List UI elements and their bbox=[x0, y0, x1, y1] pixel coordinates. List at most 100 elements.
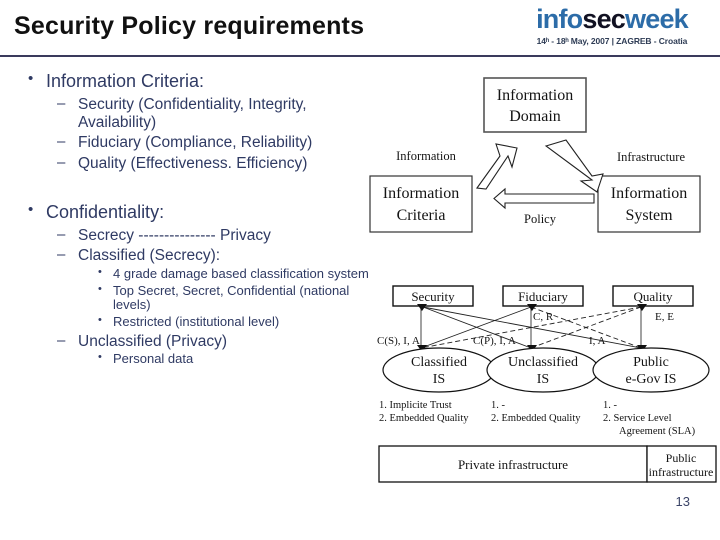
node-information-criteria-line1: Information bbox=[383, 185, 459, 202]
sub-bullet-fiduciary: – Fiduciary (Compliance, Reliability) bbox=[0, 133, 372, 152]
node-private-infrastructure-label: Private infrastructure bbox=[458, 457, 568, 472]
bullet-marker-dash: – bbox=[57, 246, 66, 264]
sub-bullet-label: Secrecy --------------- Privacy bbox=[78, 226, 271, 244]
bullet-information-criteria: • Information Criteria: bbox=[0, 70, 372, 93]
node-public-egov-is-line1: Public bbox=[633, 355, 669, 370]
connector-nodes bbox=[417, 304, 647, 352]
infosecweek-logo: infosecweek 14ʰ - 18ʰ May, 2007 | ZAGREB… bbox=[510, 6, 714, 47]
bullet-marker-disc: • bbox=[98, 351, 102, 364]
sub-bullet-secrecy-privacy: – Secrecy --------------- Privacy bbox=[0, 225, 372, 245]
node-information-domain-line2: Domain bbox=[509, 108, 561, 125]
node-information-domain-line1: Information bbox=[497, 87, 573, 104]
sub-bullet-classified: – Classified (Secrecy): bbox=[0, 246, 372, 265]
node-classified-is-line2: IS bbox=[433, 372, 445, 387]
bullet-marker-disc: • bbox=[98, 313, 102, 326]
sub-bullet-security: – Security (Confidentiality, Integrity, … bbox=[0, 94, 372, 131]
edge-label-information: Information bbox=[396, 149, 456, 163]
sub-bullet-unclassified: – Unclassified (Privacy) bbox=[0, 331, 372, 351]
node-quality-label: Quality bbox=[634, 289, 673, 304]
sub-sub-bullet-restricted: • Restricted (institutional level) bbox=[0, 313, 372, 330]
logo-part-sec: sec bbox=[582, 4, 626, 34]
node-security-label: Security bbox=[411, 289, 455, 304]
node-fiduciary bbox=[502, 285, 584, 307]
edge-label-c-r: C, R bbox=[533, 311, 554, 323]
bullet-marker-disc: • bbox=[98, 282, 102, 295]
header-divider bbox=[0, 55, 720, 57]
sub-bullet-quality: – Quality (Effectiveness. Efficiency) bbox=[0, 153, 372, 173]
node-classified-is-line1: Classified bbox=[411, 355, 467, 370]
node-unclassified-is-line2: IS bbox=[537, 372, 549, 387]
bullet-label: Information Criteria: bbox=[46, 71, 205, 91]
sub-sub-bullet-grade-system: • 4 grade damage based classification sy… bbox=[0, 265, 372, 282]
page-number: 13 bbox=[675, 494, 690, 509]
sub-bullet-label: Unclassified (Privacy) bbox=[78, 332, 228, 350]
node-public-egov-is bbox=[592, 347, 710, 393]
edge-label-policy: Policy bbox=[524, 212, 557, 226]
arrow-information bbox=[476, 143, 518, 190]
edge-label-infrastructure: Infrastructure bbox=[617, 150, 685, 164]
information-domain-diagram: Information Domain Information Criteria … bbox=[360, 70, 720, 240]
logo-wordmark: infosecweek bbox=[510, 6, 714, 33]
slide-header: Security Policy requirements infosecweek… bbox=[0, 0, 720, 57]
bullet-marker-disc: • bbox=[28, 70, 34, 87]
note-3-line1: 1. - bbox=[603, 400, 618, 411]
sub-bullet-label: Classified (Secrecy): bbox=[78, 247, 221, 265]
arrow-policy bbox=[493, 187, 595, 210]
node-information-criteria-line2: Criteria bbox=[397, 207, 446, 224]
node-security bbox=[392, 285, 474, 307]
note-1-line1: 1. Implicite Trust bbox=[379, 400, 452, 411]
node-information-system-line2: System bbox=[625, 207, 673, 224]
bullet-marker-dash: – bbox=[57, 94, 66, 112]
node-quality bbox=[612, 285, 694, 307]
node-information-domain bbox=[483, 77, 587, 133]
bullet-marker-disc: • bbox=[98, 265, 102, 278]
sub-sub-bullet-national-levels: • Top Secret, Secret, Confidential (nati… bbox=[0, 282, 372, 313]
edge-label-i-a: I, A bbox=[589, 335, 606, 347]
note-3-line2: 2. Service Level bbox=[603, 413, 672, 424]
bullet-marker-dash: – bbox=[57, 225, 66, 243]
edge-label-e-e: E, E bbox=[655, 311, 674, 323]
node-private-infrastructure bbox=[378, 445, 648, 483]
node-information-criteria bbox=[369, 175, 473, 233]
bullet-marker-dash: – bbox=[57, 331, 66, 349]
note-1-line2: 2. Embedded Quality bbox=[379, 413, 469, 424]
notes-column-2: 1. - 2. Embedded Quality bbox=[491, 400, 581, 424]
bullet-marker-dash: – bbox=[57, 153, 66, 171]
sub-sub-bullet-personal-data: • Personal data bbox=[0, 351, 372, 367]
edge-label-cp-i-a: C(P), I, A bbox=[473, 335, 516, 347]
notes-column-1: 1. Implicite Trust 2. Embedded Quality bbox=[379, 400, 469, 424]
arrow-infrastructure bbox=[544, 139, 604, 193]
sub-sub-bullet-label: 4 grade damage based classification syst… bbox=[113, 265, 369, 281]
logo-subtitle: 14ʰ - 18ʰ May, 2007 | ZAGREB - Croatia bbox=[536, 36, 688, 46]
sub-bullet-label: Security (Confidentiality, Integrity, Av… bbox=[78, 95, 307, 131]
bullet-marker-disc: • bbox=[28, 200, 34, 218]
sub-sub-bullet-label: Personal data bbox=[113, 351, 194, 367]
node-public-infrastructure-line1: Public bbox=[666, 451, 697, 465]
node-public-infrastructure-line2: infrastructure bbox=[649, 465, 714, 479]
note-3-line3: Agreement (SLA) bbox=[619, 426, 696, 437]
logo-part-week: week bbox=[625, 4, 689, 34]
node-fiduciary-label: Fiduciary bbox=[518, 289, 568, 304]
sub-bullet-label: Fiduciary (Compliance, Reliability) bbox=[78, 134, 313, 152]
node-unclassified-is-line1: Unclassified bbox=[508, 355, 578, 370]
node-public-infrastructure bbox=[646, 445, 717, 483]
bullet-label: Confidentiality: bbox=[46, 201, 165, 222]
slide-body-text: • Information Criteria: – Security (Conf… bbox=[0, 62, 372, 502]
sub-sub-bullet-label: Top Secret, Secret, Confidential (nation… bbox=[113, 282, 350, 313]
edge-label-cs-i-a: C(S), I, A bbox=[377, 335, 420, 347]
is-classification-diagram: Security Fiduciary Quality bbox=[375, 282, 720, 497]
node-information-system bbox=[597, 175, 701, 233]
bullet-confidentiality: • Confidentiality: bbox=[0, 200, 372, 224]
logo-part-info: info bbox=[536, 4, 583, 34]
note-2-line1: 1. - bbox=[491, 400, 506, 411]
node-public-egov-is-line2: e-Gov IS bbox=[626, 372, 677, 387]
section-spacer bbox=[0, 173, 372, 193]
sub-sub-bullet-label: Restricted (institutional level) bbox=[113, 313, 280, 329]
note-2-line2: 2. Embedded Quality bbox=[491, 413, 581, 424]
bullet-marker-dash: – bbox=[57, 133, 66, 151]
notes-column-3: 1. - 2. Service Level Agreement (SLA) bbox=[603, 400, 696, 437]
sub-bullet-label: Quality (Effectiveness. Efficiency) bbox=[78, 154, 308, 172]
connectors-diagonal bbox=[420, 306, 642, 349]
page-title: Security Policy requirements bbox=[14, 12, 365, 40]
node-information-system-line1: Information bbox=[611, 185, 687, 202]
